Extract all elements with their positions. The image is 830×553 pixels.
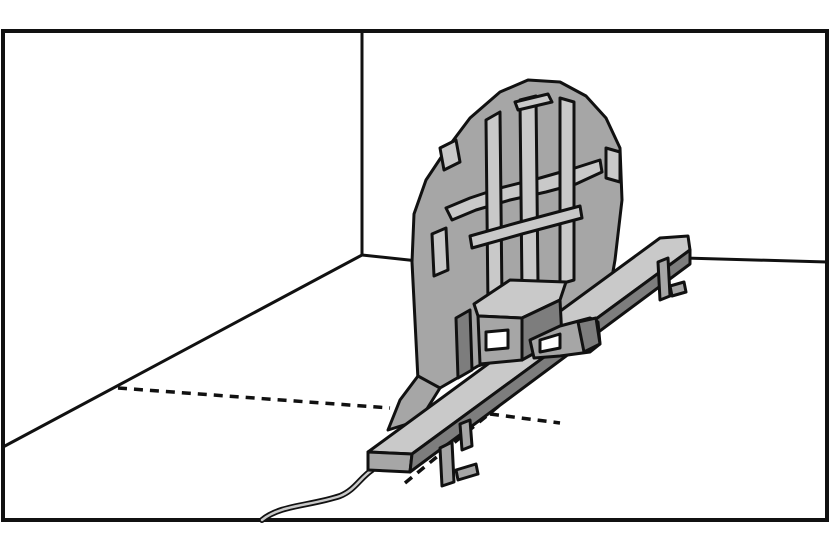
connector-arm-end (576, 316, 602, 354)
back-floor-line (361, 253, 419, 263)
dock-top-slot (513, 92, 554, 112)
room-lines (2, 33, 828, 449)
dock-vertical-rib-2 (518, 94, 540, 292)
right-floor-line (683, 256, 828, 264)
rail-foot-front (438, 440, 456, 488)
rail-front-face (366, 450, 414, 474)
dock-vertical-rib-3 (558, 96, 576, 286)
dock-right-tab (604, 146, 622, 184)
rail-foot-back-tab (668, 280, 688, 298)
left-floor-line (2, 253, 363, 449)
guide-line-right (489, 412, 561, 425)
power-cable-core (260, 468, 374, 522)
dock-vertical-rib-1 (484, 110, 504, 308)
dock-left-tab-top (438, 138, 462, 172)
dock-lower-pocket (454, 308, 474, 380)
dock-left-tab-bottom (430, 226, 450, 278)
guide-line-left (117, 386, 391, 410)
rail-foot-back (656, 256, 672, 302)
connector-arm-slot (538, 332, 562, 354)
charging-connector (472, 278, 602, 366)
connector-contact (484, 328, 510, 352)
dock-cross-rib (468, 204, 584, 250)
rail-foot-middle (458, 418, 474, 452)
rail-foot-front-tab (454, 462, 480, 482)
